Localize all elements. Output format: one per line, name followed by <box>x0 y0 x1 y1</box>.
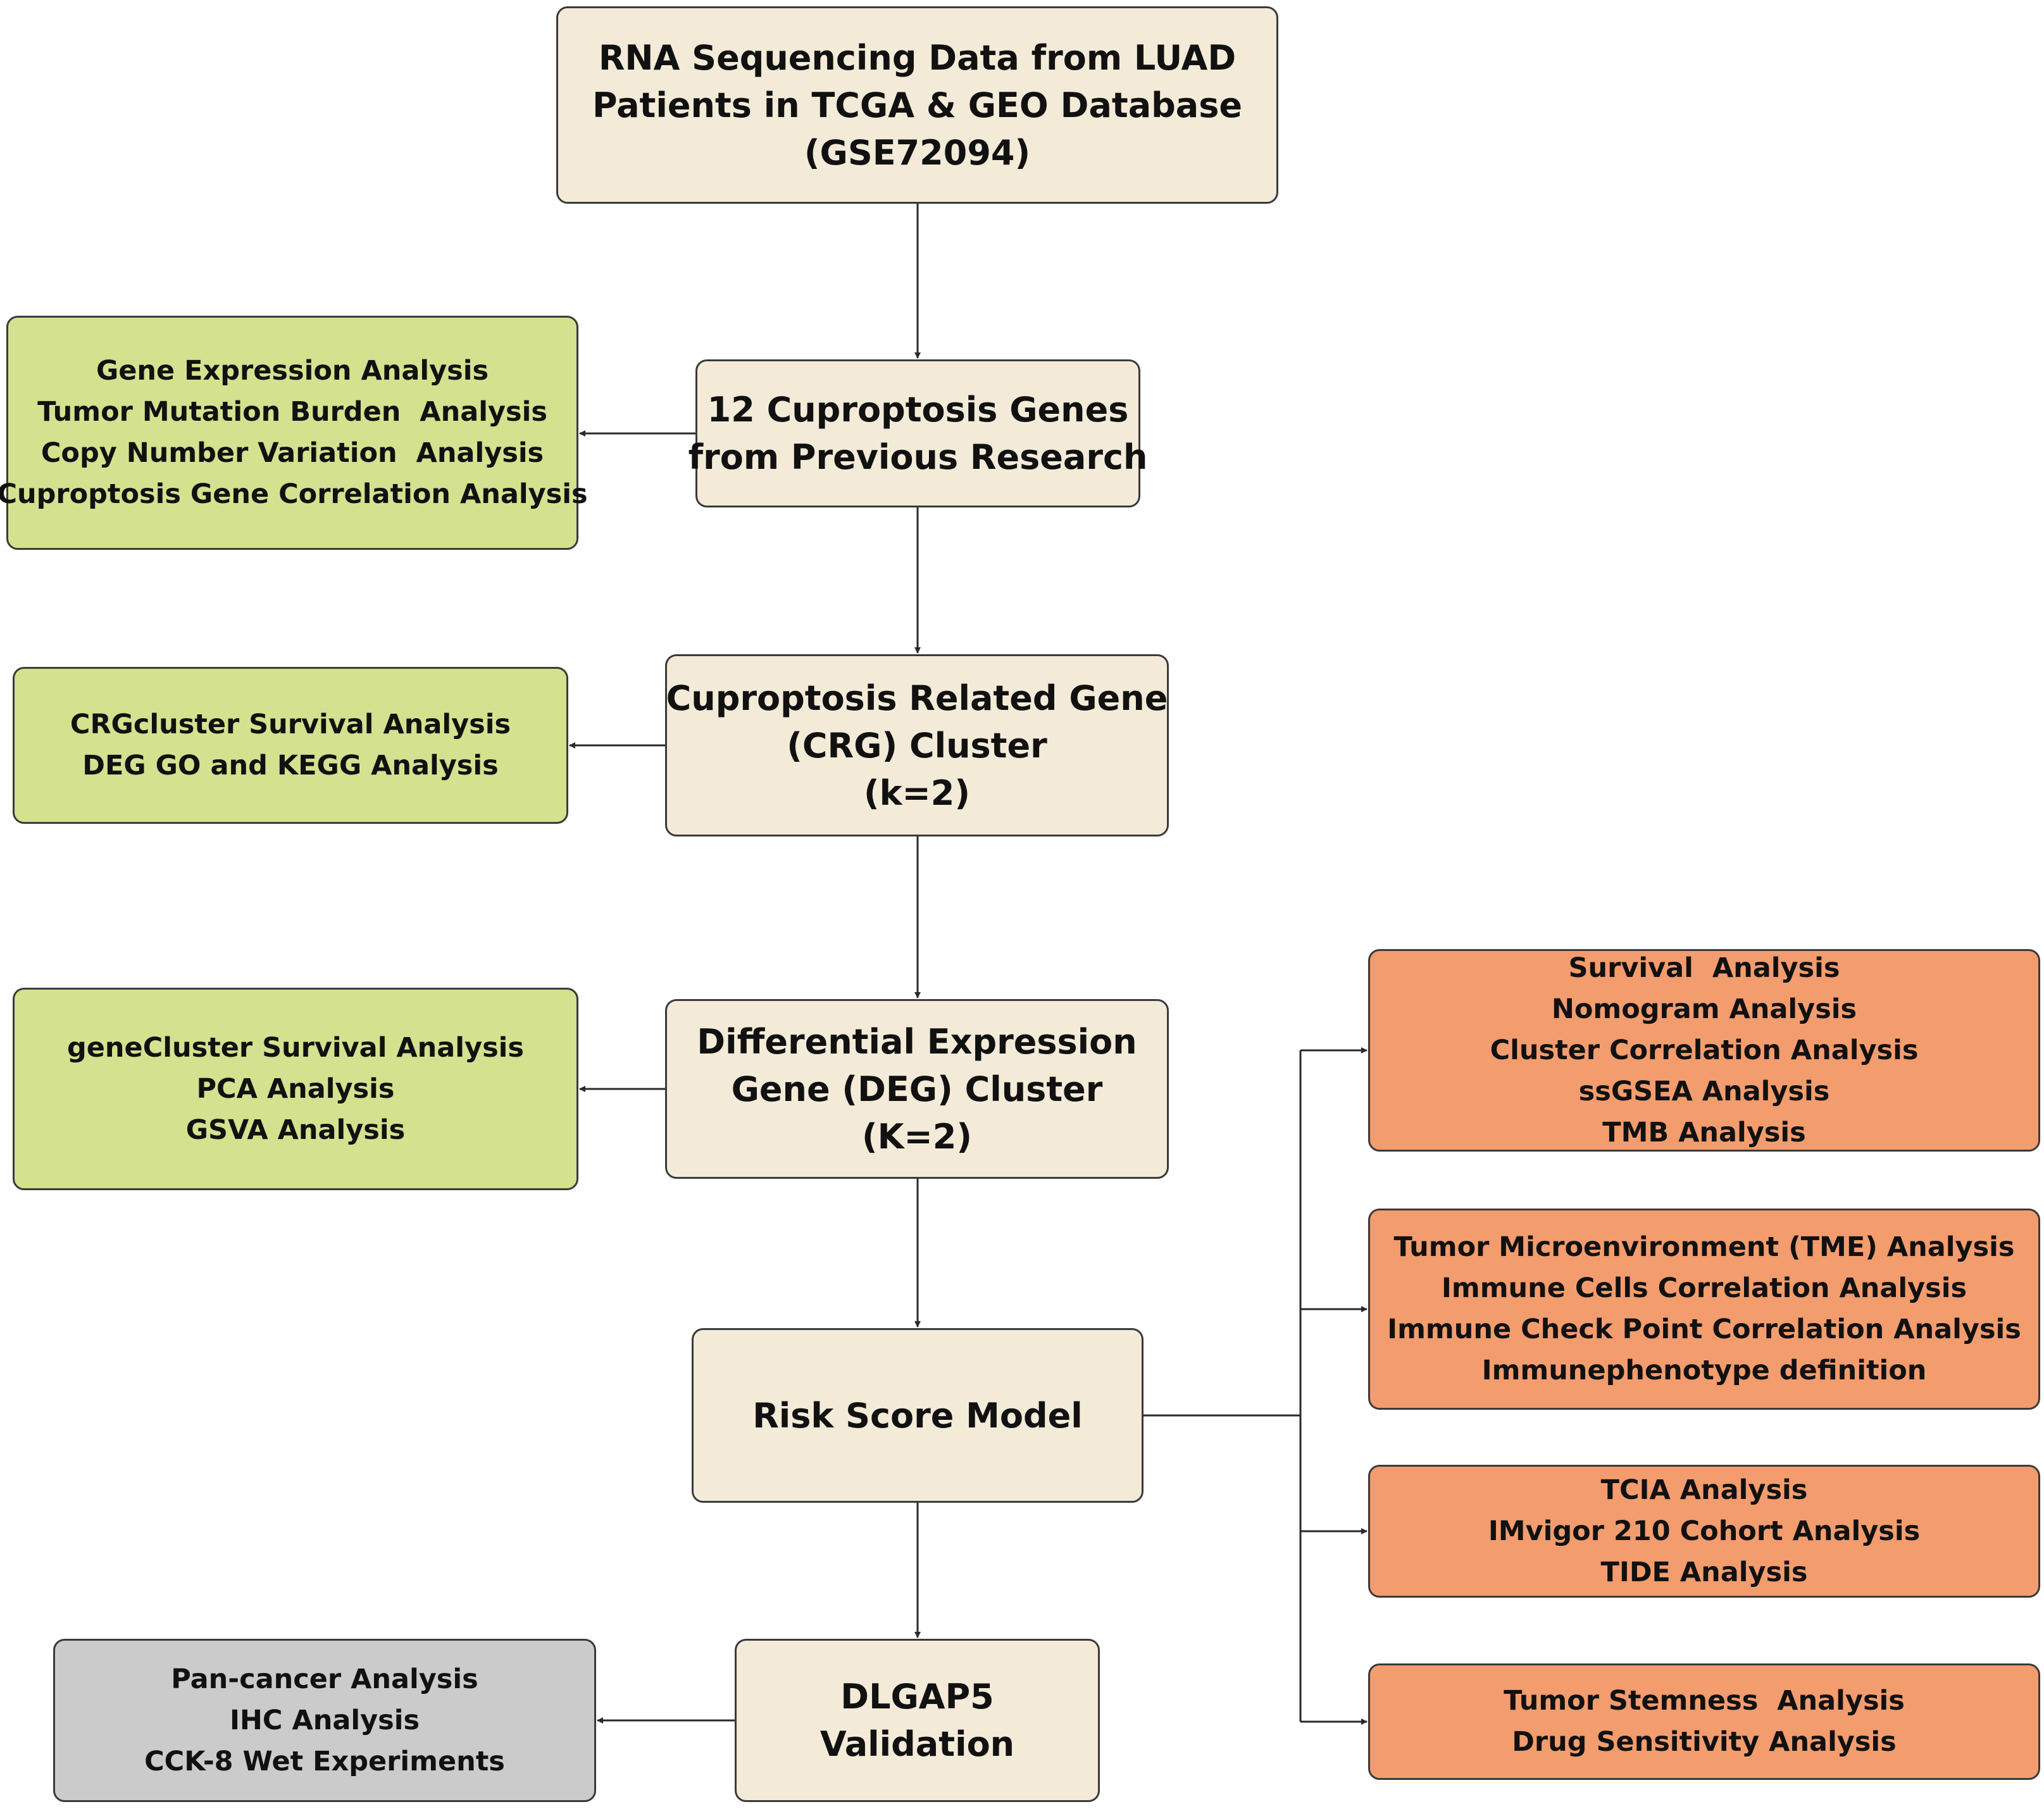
tcia-line-2: IMvigor 210 Cohort Analysis <box>1488 1515 1921 1547</box>
rna-line-3: (GSE72094) <box>804 132 1031 173</box>
rna-line-2: Patients in TCGA & GEO Database <box>592 85 1243 125</box>
genes12-line-2: from Previous Research <box>688 437 1148 477</box>
deg-line-2: Gene (DEG) Cluster <box>731 1069 1103 1109</box>
stemness-line-1: Tumor Stemness Analysis <box>1504 1685 1905 1717</box>
tme-line-4: Immunephenotype definition <box>1481 1355 1927 1386</box>
survival-line-5: TMB Analysis <box>1602 1116 1806 1148</box>
genes12-line-1: 12 Cuproptosis Genes <box>707 390 1129 430</box>
crg-line-2: (CRG) Cluster <box>787 725 1047 766</box>
gene-expression-line-1: Gene Expression Analysis <box>96 355 489 387</box>
pan-cancer-line-2: IHC Analysis <box>229 1704 420 1736</box>
tcia-line-1: TCIA Analysis <box>1600 1474 1808 1506</box>
gene-expression-line-3: Copy Number Variation Analysis <box>41 437 544 469</box>
crg-line-3: (k=2) <box>863 773 971 813</box>
crg-box: Cuproptosis Related Gene (CRG) Cluster (k=… <box>665 654 1169 836</box>
survival-line-4: ssGSEA Analysis <box>1578 1075 1830 1107</box>
tme-line-1: Tumor Microenvironment (TME) Analysis <box>1393 1231 2015 1263</box>
tme-line-3: Immune Check Point Correlation Analysis <box>1387 1314 2021 1345</box>
crgcluster-line-1: CRGcluster Survival Analysis <box>70 709 511 740</box>
tcia-line-3: TIDE Analysis <box>1600 1556 1808 1588</box>
survival-line-2: Nomogram Analysis <box>1551 993 1857 1025</box>
genes12-box: 12 Cuproptosis Genes from Previous Resear… <box>689 359 1147 507</box>
risk-line-1: Risk Score Model <box>752 1395 1083 1436</box>
gene-expression-line-4: Cuproptosis Gene Correlation Analysis <box>0 478 588 510</box>
pan-cancer-line-1: Pan-cancer Analysis <box>171 1663 478 1695</box>
crg-line-1: Cuproptosis Related Gene <box>666 678 1168 718</box>
stemness-line-2: Drug Sensitivity Analysis <box>1512 1726 1897 1758</box>
risk-box: Risk Score Model <box>692 1328 1144 1503</box>
tme-line-2: Immune Cells Correlation Analysis <box>1441 1272 1967 1304</box>
crgcluster-line-2: DEG GO and KEGG Analysis <box>82 750 499 781</box>
rna-box: RNA Sequencing Data from LUAD Patients in… <box>556 6 1278 204</box>
gene-expression-line-2: Tumor Mutation Burden Analysis <box>37 396 547 428</box>
survival-line-3: Cluster Correlation Analysis <box>1490 1034 1919 1066</box>
survival-line-1: Survival Analysis <box>1568 952 1840 984</box>
genecluster-line-1: geneCluster Survival Analysis <box>66 1031 525 1064</box>
deg-line-3: (K=2) <box>861 1116 973 1157</box>
dlgap5-line-1: DLGAP5 <box>840 1677 994 1717</box>
pan-cancer-line-3: CCK-8 Wet Experiments <box>144 1745 505 1777</box>
genecluster-line-3: GSVA Analysis <box>185 1114 406 1146</box>
rna-line-1: RNA Sequencing Data from LUAD <box>598 37 1237 78</box>
dlgap5-line-2: Validation <box>819 1724 1015 1764</box>
deg-line-1: Differential Expression <box>697 1021 1137 1062</box>
genecluster-line-2: PCA Analysis <box>196 1072 395 1105</box>
